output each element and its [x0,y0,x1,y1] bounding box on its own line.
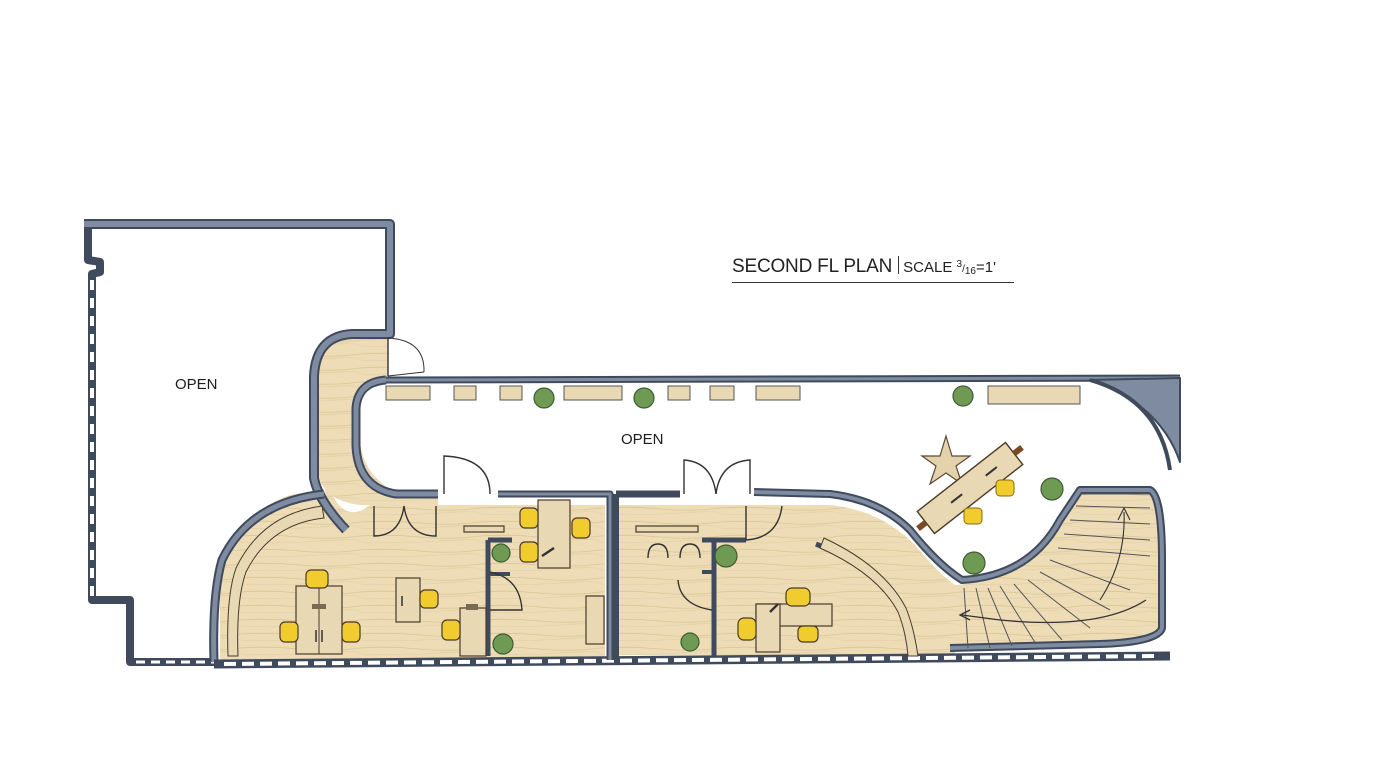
cabinet [385,385,431,401]
scale-numerator: 3 [956,259,963,270]
cabinet [709,385,735,401]
chair [679,543,701,559]
curved-bench [819,537,919,657]
plant-icon [714,544,738,568]
chair [647,543,669,559]
chair [519,541,539,563]
chair [995,479,1015,497]
diagonal-table [916,441,1024,535]
left-facade-wall [84,228,218,666]
chair [737,617,757,641]
cabinet [585,595,605,645]
cabinet [499,385,523,401]
doors [373,337,783,611]
room-label-open-left: OPEN [175,376,218,393]
plant-icon [1040,477,1064,501]
cabinet [987,385,1081,405]
cabinet [667,385,691,401]
left-office-furniture [227,499,605,657]
chair [279,621,299,643]
plan-title: SECOND FL PLAN SCALE 3/16=1' [732,256,1014,283]
chair [341,621,361,643]
room-label-open-center: OPEN [621,431,664,448]
lobby-furniture [916,433,1024,535]
double-door-corridor-right [683,459,751,495]
scale-slash: / [962,264,965,275]
chair [571,517,591,539]
staircase [958,493,1151,649]
middle-office-furniture [635,525,919,657]
wood-floor [220,336,1158,660]
shelf [463,525,505,533]
chair [797,625,819,643]
desk [395,577,421,623]
double-door-office-left [373,505,437,537]
title-separator [898,256,900,274]
desk [537,499,571,569]
chair [963,507,983,525]
corridor-cabinets [385,385,1081,405]
shelf [635,525,699,533]
plant-icon [633,387,655,409]
cabinet [755,385,801,401]
scale-label: SCALE [903,259,957,276]
stair-arrow [961,599,1147,624]
desk [459,607,487,657]
chair [305,569,329,589]
cabinet [563,385,623,401]
star-sculpture [920,433,972,486]
exterior-walls [84,219,1181,669]
desk [755,603,781,653]
plan-title-main: SECOND FL PLAN [732,256,893,277]
plant-icon [680,632,700,652]
chair [519,507,539,529]
chair [785,587,811,607]
cabinet [453,385,477,401]
plant-icon [491,543,511,563]
double-door-corridor-left [443,455,491,495]
scale-denominator: 16 [964,266,976,277]
plant-icon [952,385,974,407]
door-office-inner [489,571,523,611]
scale-suffix: =1' [975,259,996,276]
curved-bench [227,505,325,657]
plant-icon [962,551,986,575]
door-office-middle [677,505,783,611]
plant-icon [533,387,555,409]
chair [419,589,439,609]
door-top [387,337,425,377]
plants [491,385,1064,655]
plant-icon [492,633,514,655]
chair [441,619,461,641]
